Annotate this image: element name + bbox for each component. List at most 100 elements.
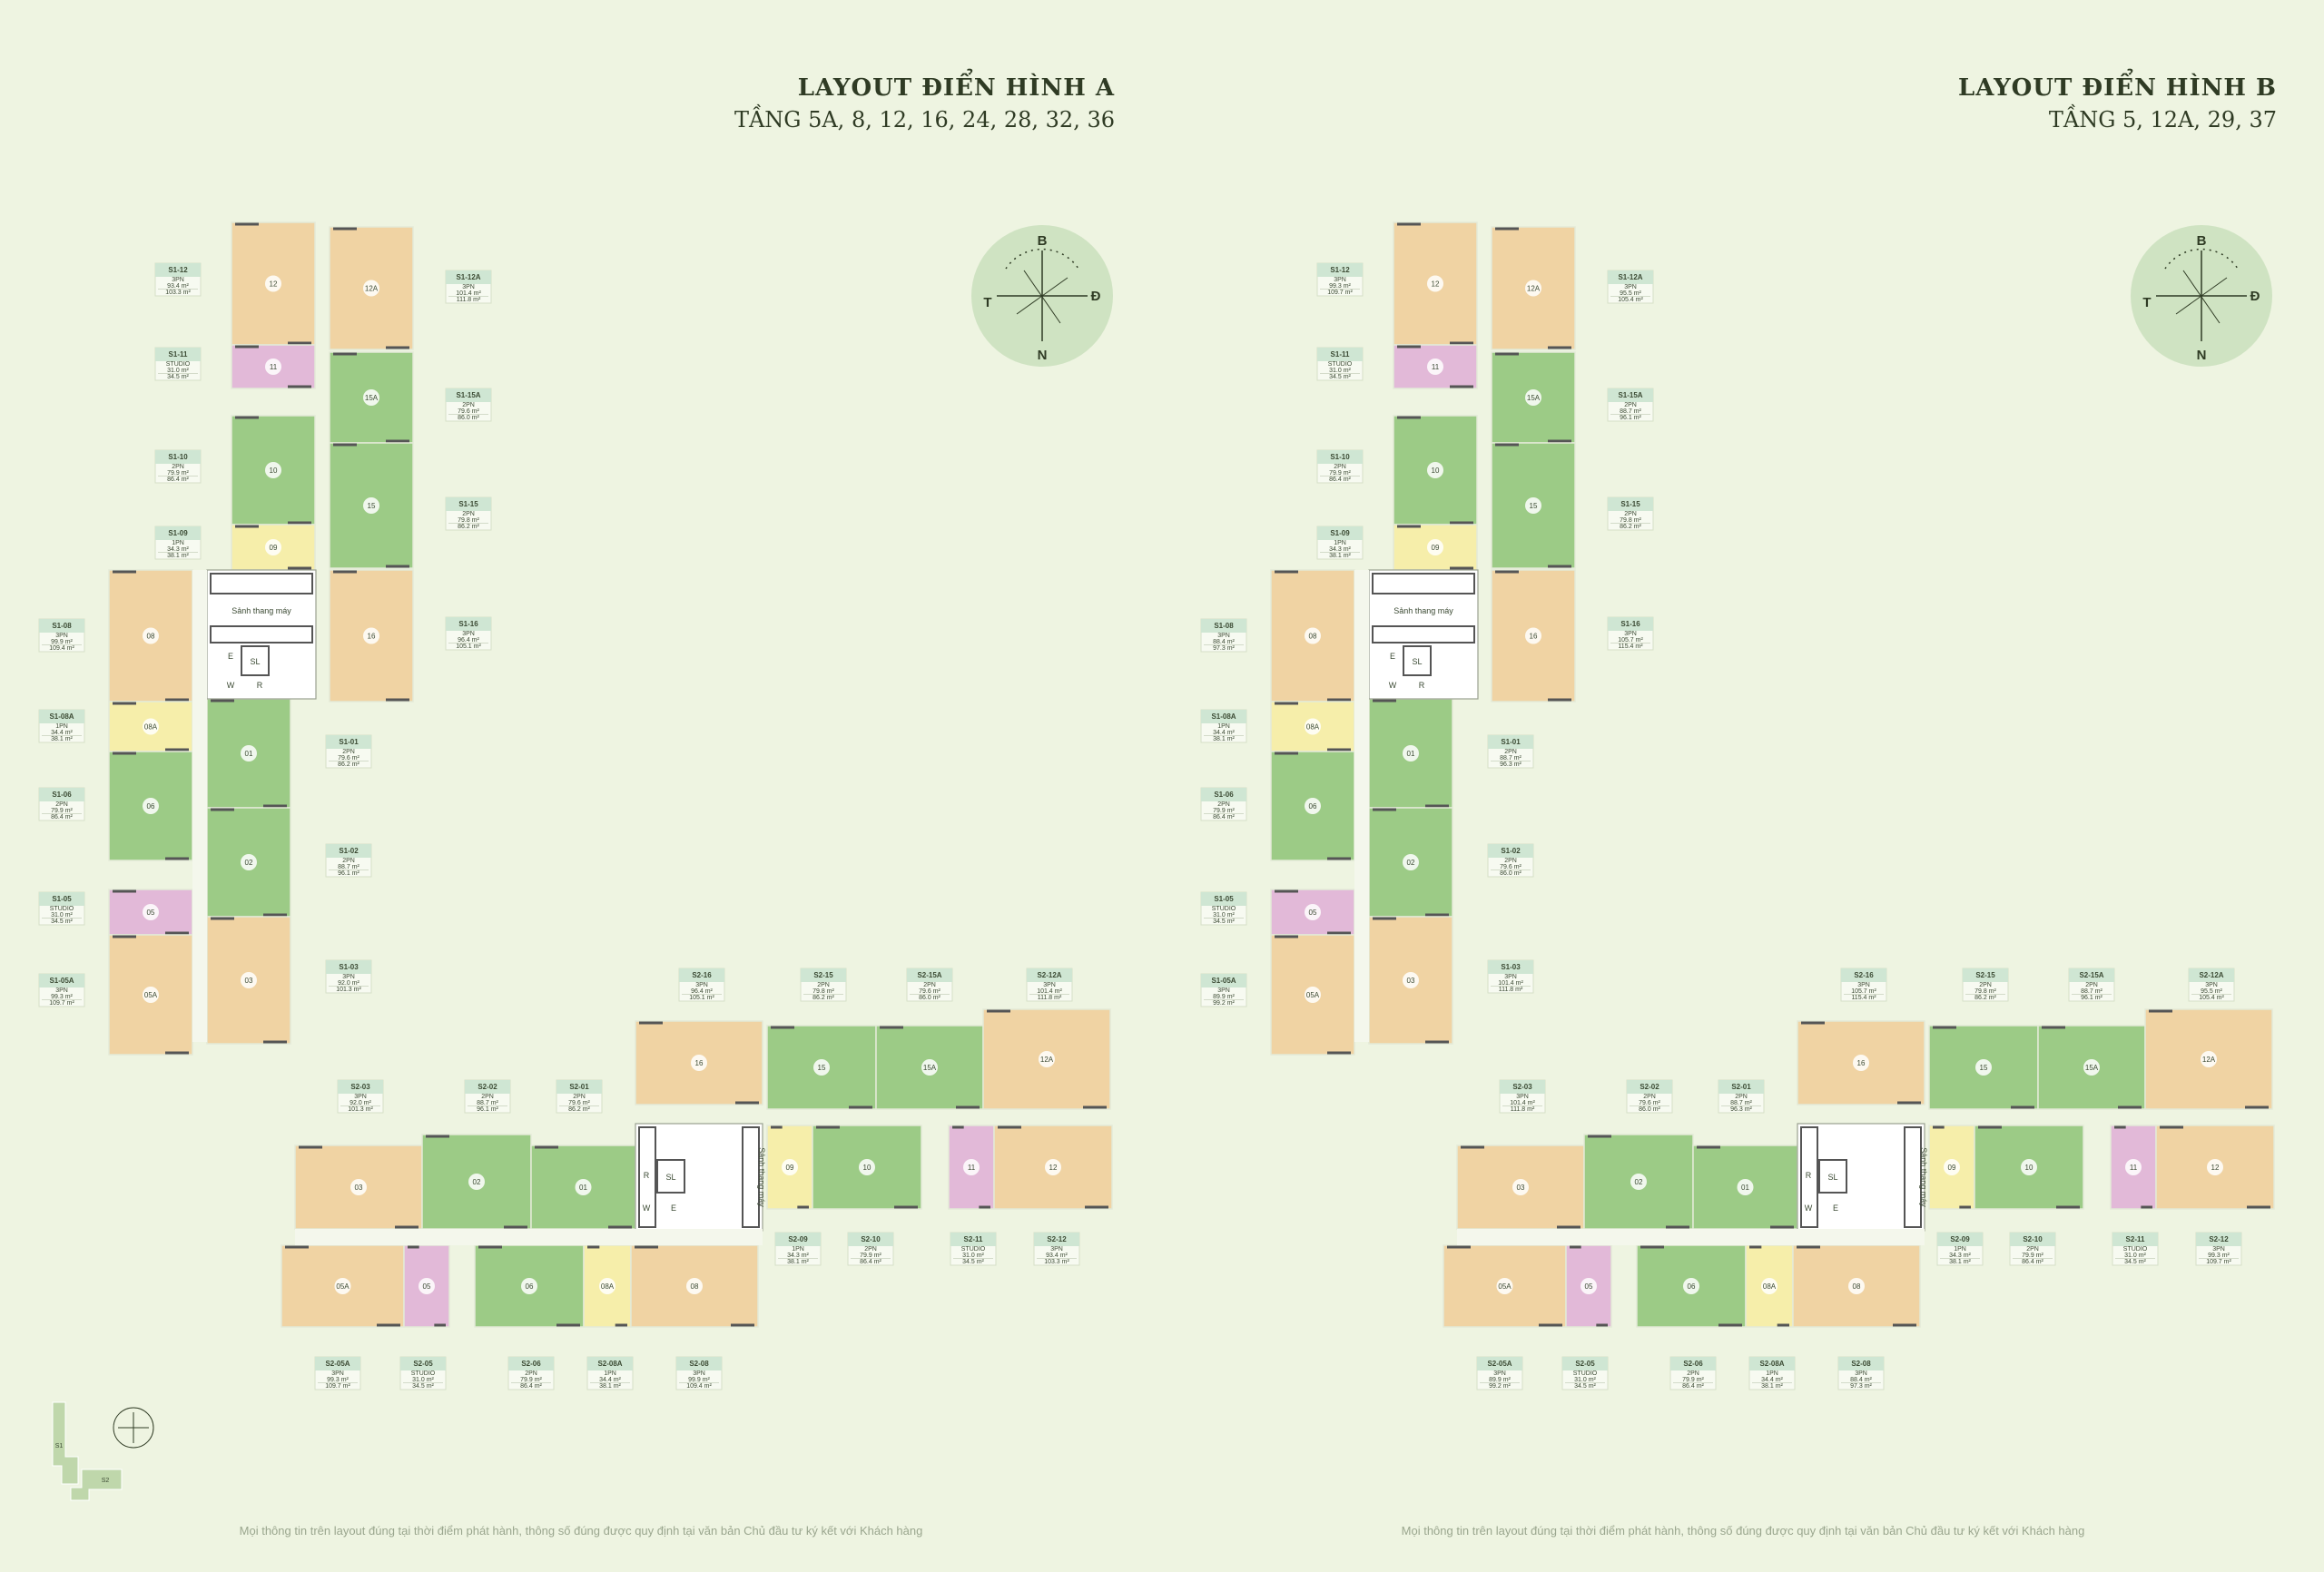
unit-number: 08	[1853, 1282, 1861, 1291]
unit-type: 2PN	[2085, 982, 2098, 988]
unit-area-built: 86.0 m²	[1639, 1106, 1660, 1113]
unit-number-badge	[1403, 854, 1419, 870]
unit-number-badge	[1975, 1059, 1992, 1076]
unit-area-built: 86.4 m²	[1682, 1383, 1704, 1390]
unit-number: 12	[1049, 1164, 1058, 1172]
apartment-unit	[329, 569, 414, 702]
unit-label-header	[1500, 1080, 1545, 1094]
unit-code: S1-03	[339, 963, 359, 971]
unit-label-header	[326, 960, 371, 974]
unit-label-header	[1201, 619, 1246, 633]
unit-area-built: 105.4 m²	[1618, 297, 1643, 303]
unit-area-carpet: 31.0 m²	[51, 912, 73, 919]
unit-type: 3PN	[1493, 1371, 1506, 1377]
w-label: W	[643, 1204, 651, 1213]
unit-number: 05A	[144, 991, 158, 999]
unit-area-built: 34.5 m²	[2124, 1259, 2146, 1265]
unit-number-badge	[265, 359, 281, 375]
unit-number-badge	[1853, 1055, 1869, 1071]
w-label: W	[1805, 1204, 1813, 1213]
unit-area-built: 109.4 m²	[686, 1383, 712, 1390]
unit-area-built: 86.4 m²	[51, 814, 73, 820]
unit-code: S1-10	[1330, 453, 1350, 461]
unit-area-carpet: 79.8 m²	[458, 517, 479, 524]
unit-label-header	[326, 844, 371, 858]
unit-number: 06	[526, 1282, 534, 1291]
unit-area-built: 96.1 m²	[2081, 995, 2102, 1001]
unit-area-built: 109.7 m²	[1327, 290, 1353, 296]
unit-type: 2PN	[1624, 402, 1637, 408]
unit-type: STUDIO	[2123, 1246, 2148, 1253]
unit-label-header	[446, 617, 491, 631]
unit-type: 3PN	[462, 284, 475, 290]
unit-number: 10	[2025, 1164, 2034, 1172]
unit-area-carpet: 79.9 m²	[2022, 1253, 2043, 1259]
unit-code: S2-15A	[917, 971, 941, 979]
unit-area-carpet: 79.6 m²	[1500, 864, 1521, 870]
apartment-unit	[2155, 1125, 2275, 1210]
unit-number: 08A	[1306, 723, 1320, 732]
unit-area-built: 86.0 m²	[458, 415, 479, 421]
unit-code: S2-10	[861, 1235, 881, 1243]
unit-label-header	[155, 450, 201, 464]
unit-code: S2-02	[1640, 1083, 1659, 1091]
unit-type: 3PN	[342, 974, 355, 980]
unit-type: 3PN	[462, 631, 475, 637]
unit-type: 3PN	[1624, 631, 1637, 637]
unit-area-carpet: 34.4 m²	[1761, 1377, 1783, 1383]
unit-area-carpet: 88.7 m²	[477, 1100, 498, 1106]
layout-a-title-block: LAYOUT ĐIỂN HÌNH A TẦNG 5A, 8, 12, 16, 2…	[734, 74, 1115, 133]
unit-type: 2PN	[1334, 464, 1346, 470]
unit-code: S2-11	[2126, 1235, 2145, 1243]
layout-a-floors: TẦNG 5A, 8, 12, 16, 24, 28, 32, 36	[734, 107, 1115, 133]
unit-label-header	[155, 348, 201, 361]
unit-number: 09	[270, 544, 278, 552]
unit-label-header	[39, 788, 84, 801]
unit-area-carpet: 96.4 m²	[691, 988, 713, 995]
unit-area-carpet: 88.4 m²	[1213, 639, 1235, 645]
unit-area-carpet: 31.0 m²	[1213, 912, 1235, 919]
disclaimer-a: Mọi thông tin trên layout đúng tại thời …	[239, 1524, 923, 1538]
unit-type: 2PN	[2026, 1246, 2039, 1253]
unit-label-header	[556, 1080, 602, 1094]
unit-area-carpet: 79.6 m²	[568, 1100, 590, 1106]
unit-area-built: 96.1 m²	[1620, 415, 1641, 421]
unit-label-header	[775, 1233, 821, 1246]
w-label: W	[1389, 681, 1397, 690]
unit-code: S1-09	[1330, 529, 1350, 537]
unit-type: 1PN	[55, 723, 68, 730]
r-label: R	[257, 681, 263, 690]
unit-number-badge	[419, 1278, 435, 1294]
unit-type: 2PN	[1643, 1094, 1656, 1100]
unit-number: 15A	[365, 394, 379, 402]
mini-compass-icon	[113, 1407, 154, 1449]
unit-code: S1-09	[168, 529, 188, 537]
unit-number-badge	[1427, 462, 1443, 478]
unit-number: 16	[1530, 633, 1538, 641]
elevator-bank	[638, 1126, 656, 1228]
stair-box	[1818, 1159, 1847, 1194]
elevator-bank	[742, 1126, 760, 1228]
unit-code: S1-12	[1330, 266, 1350, 274]
unit-number-badge	[1630, 1174, 1647, 1190]
unit-number: 12A	[1040, 1056, 1054, 1064]
unit-number-badge	[1496, 1278, 1513, 1294]
e-label: E	[228, 652, 233, 661]
unit-number-badge	[363, 497, 379, 514]
unit-code: S2-01	[1731, 1083, 1751, 1091]
unit-label-header	[465, 1080, 510, 1094]
unit-area-carpet: 79.9 m²	[860, 1253, 881, 1259]
unit-label-header	[679, 968, 724, 982]
unit-area-built: 86.4 m²	[2022, 1259, 2043, 1265]
unit-area-carpet: 89.9 m²	[1489, 1377, 1511, 1383]
unit-number: 16	[695, 1059, 704, 1067]
unit-area-carpet: 31.0 m²	[412, 1377, 434, 1383]
unit-type: 3PN	[1516, 1094, 1529, 1100]
unit-label-header	[508, 1357, 554, 1371]
floor-plan-b: 1212A1115A101509160808A0106020505A03Sảnh…	[1200, 221, 2275, 1390]
unit-type: 3PN	[172, 277, 184, 283]
unit-area-built: 101.3 m²	[336, 987, 361, 993]
elevator-core	[206, 569, 317, 700]
unit-label-header	[1749, 1357, 1795, 1371]
unit-area-built: 34.5 m²	[1329, 374, 1351, 380]
